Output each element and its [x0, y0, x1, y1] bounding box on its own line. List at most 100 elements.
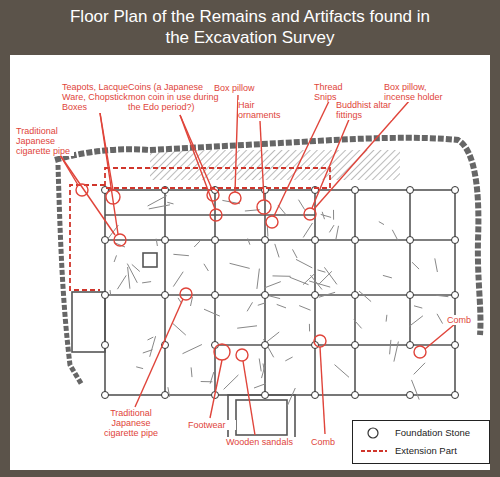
foundation-stone [162, 392, 169, 399]
debris-stroke [237, 326, 257, 328]
debris-stroke [117, 275, 126, 289]
debris-stroke [321, 214, 331, 217]
debris-stroke [414, 363, 425, 375]
debris-stroke [263, 364, 264, 371]
foundation-stone [352, 392, 359, 399]
artifact-label: Hair ornaments [238, 100, 286, 120]
foundation-stone [162, 292, 169, 299]
legend-text: Foundation Stone [395, 427, 470, 438]
debris-stroke [110, 290, 112, 296]
foundation-stone [262, 237, 269, 244]
debris-stroke [127, 264, 137, 283]
foundation-stone [102, 392, 109, 399]
artifact-label: Comb [447, 315, 477, 325]
foundation-stone [352, 292, 359, 299]
artifact-label: Traditional Japanese cigarette pipe [96, 408, 166, 438]
foundation-stone [312, 292, 319, 299]
artifact-label: Wooden sandals [226, 437, 296, 447]
floor-grid [72, 190, 455, 440]
foundation-stone [312, 237, 319, 244]
legend-text: Extension Part [395, 445, 457, 456]
foundation-stone [452, 392, 459, 399]
legend-box: Foundation StoneExtension Part [352, 420, 490, 464]
artifact-label: Buddhist altar fittings [336, 100, 392, 120]
debris-stroke [319, 292, 335, 297]
foundation-stone [407, 292, 414, 299]
foundation-stone [407, 187, 414, 194]
debris-stroke [254, 384, 266, 388]
debris-stroke [285, 357, 292, 361]
artifact-label: Comb [311, 437, 341, 447]
foundation-stone [312, 392, 319, 399]
title: Floor Plan of the Remains and Artifacts … [0, 6, 500, 48]
debris-stroke [150, 336, 156, 357]
debris-stroke [148, 196, 167, 206]
foundation-stone [262, 292, 269, 299]
foundation-stones [102, 187, 459, 399]
stone-sample [368, 428, 378, 438]
debris-stroke [114, 255, 116, 262]
debris-stroke [435, 258, 438, 272]
debris-stroke [409, 316, 423, 327]
debris-stroke [210, 372, 214, 384]
debris-stroke [290, 277, 309, 285]
debris-stroke [390, 340, 391, 354]
debris-stroke [333, 210, 334, 220]
debris-stroke [132, 264, 140, 271]
debris-stroke [142, 282, 151, 283]
debris-stroke [247, 302, 252, 311]
debris-stroke [296, 259, 312, 268]
foundation-stone [352, 342, 359, 349]
artifact-label: Thread Snips [314, 82, 350, 102]
find-markers [60, 95, 455, 435]
debris-stroke [293, 249, 298, 258]
debris-stroke [204, 264, 209, 271]
debris-stroke [264, 282, 280, 288]
debris-stroke [173, 254, 189, 255]
debris-stroke [173, 272, 183, 287]
debris-stroke [386, 315, 388, 322]
debris-stroke [248, 239, 250, 245]
debris-stroke [173, 323, 186, 335]
debris-stroke [278, 205, 287, 216]
foundation-stone [262, 342, 269, 349]
foundation-stone [262, 392, 269, 399]
debris-stroke [156, 239, 157, 246]
foundation-stone [452, 292, 459, 299]
debris-stroke [379, 222, 384, 225]
debris-stroke [257, 269, 260, 289]
debris-stroke [437, 314, 443, 324]
debris-stroke [273, 275, 291, 276]
extension-sample [361, 450, 387, 452]
debris-stroke [277, 304, 286, 308]
artifact-label: Box pillow [214, 83, 262, 93]
debris-stroke [183, 345, 202, 354]
debris-stroke [204, 309, 220, 316]
debris-stroke [299, 306, 310, 311]
artifact-label: Coins (a Japanese mon coin in use during… [128, 82, 220, 112]
foundation-stone [162, 237, 169, 244]
debris-stroke [412, 262, 419, 269]
debris-stroke [414, 306, 422, 308]
debris-stroke [128, 267, 130, 289]
artifact-label: Box pillow, incense holder [384, 82, 456, 102]
debris [108, 196, 449, 406]
debris-stroke [303, 223, 312, 238]
debris-stroke [319, 271, 332, 284]
artifact-label: Teapots, Lacquer Ware, Chopstick Boxes [62, 82, 138, 112]
foundation-stone [407, 237, 414, 244]
debris-stroke [275, 244, 279, 258]
stone-wall [55, 138, 480, 335]
debris-stroke [258, 303, 265, 305]
debris-stroke [167, 202, 173, 204]
foundation-stone [452, 187, 459, 194]
debris-stroke [259, 359, 261, 372]
debris-stroke [359, 291, 371, 302]
foundation-stone [352, 187, 359, 194]
debris-stroke [194, 241, 200, 247]
debris-stroke [230, 263, 250, 268]
foundation-stone [452, 342, 459, 349]
debris-stroke [329, 225, 334, 232]
debris-stroke [149, 205, 170, 209]
